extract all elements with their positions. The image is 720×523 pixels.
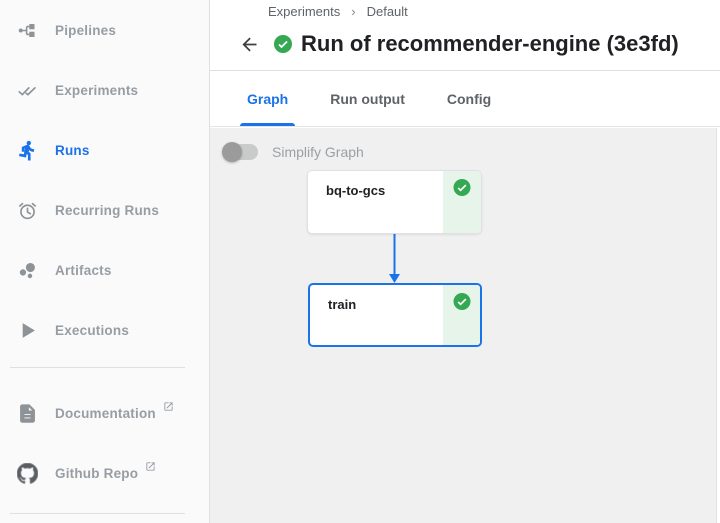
node-success-icon: [453, 179, 471, 196]
sidebar-item-label: Executions: [55, 322, 130, 338]
back-button[interactable]: [237, 32, 261, 56]
node-label: bq-to-gcs: [326, 183, 386, 198]
artifacts-icon: [15, 258, 39, 282]
tab-run-output[interactable]: Run output: [330, 90, 405, 107]
node-status-strip: [443, 285, 480, 345]
simplify-graph-label: Simplify Graph: [272, 144, 364, 160]
runs-icon: [15, 138, 39, 162]
executions-icon: [15, 318, 39, 342]
page-title: Run of recommender-engine (3e3fd): [301, 31, 679, 56]
sidebar-item-label: Recurring Runs: [55, 202, 160, 218]
documentation-icon: [15, 401, 39, 425]
toggle-knob: [222, 142, 242, 162]
sidebar-item-experiments[interactable]: Experiments: [0, 60, 209, 120]
graph-canvas: Simplify Graph bq-to-gcs train: [210, 128, 720, 523]
recurring-runs-icon: [15, 198, 39, 222]
simplify-graph-toggle[interactable]: [222, 142, 260, 162]
node-success-icon: [453, 293, 470, 310]
breadcrumb-experiments[interactable]: Experiments: [268, 4, 341, 19]
sidebar-item-pipelines[interactable]: Pipelines: [0, 0, 209, 60]
sidebar-item-artifacts[interactable]: Artifacts: [0, 240, 209, 300]
pipelines-icon: [15, 18, 39, 42]
tab-bar: Graph Run output Config: [210, 71, 720, 127]
sidebar-item-executions[interactable]: Executions: [0, 300, 209, 360]
sidebar-item-label: Artifacts: [55, 262, 112, 278]
sidebar-bottom-divider: [10, 513, 185, 514]
run-header: Experiments › Default Run of recommender…: [210, 0, 720, 71]
arrow-back-icon: [242, 37, 256, 51]
github-icon: [15, 461, 39, 485]
sidebar-item-label: Runs: [55, 142, 90, 158]
sidebar-item-label: Pipelines: [55, 22, 117, 38]
node-label: train: [328, 297, 357, 312]
sidebar-link-label: Github Repo: [55, 465, 139, 481]
breadcrumb-default[interactable]: Default: [366, 4, 408, 19]
sidebar-item-recurring-runs[interactable]: Recurring Runs: [0, 180, 209, 240]
sidebar-item-label: Experiments: [55, 82, 139, 98]
breadcrumb-separator-icon: ›: [351, 4, 356, 19]
open-in-new-icon: [145, 459, 156, 477]
node-status-strip: [443, 171, 481, 233]
graph-node-train[interactable]: train: [308, 283, 482, 347]
sidebar-link-documentation[interactable]: Documentation: [0, 383, 209, 443]
tab-config[interactable]: Config: [446, 90, 492, 107]
sidebar: Pipelines Experiments Runs: [0, 0, 210, 523]
main-content: Experiments › Default Run of recommender…: [210, 0, 720, 523]
sidebar-link-label: Documentation: [55, 405, 156, 421]
breadcrumb: Experiments › Default: [268, 4, 408, 19]
sidebar-item-runs[interactable]: Runs: [0, 120, 209, 180]
experiments-icon: [15, 78, 39, 102]
sidebar-divider: [10, 367, 185, 368]
run-success-icon: [274, 35, 292, 53]
sidebar-link-github-repo[interactable]: Github Repo: [0, 443, 209, 503]
graph-node-bq-to-gcs[interactable]: bq-to-gcs: [307, 170, 482, 234]
vertical-scrollbar[interactable]: [716, 128, 720, 523]
tab-graph[interactable]: Graph: [226, 71, 309, 126]
open-in-new-icon: [163, 399, 174, 417]
